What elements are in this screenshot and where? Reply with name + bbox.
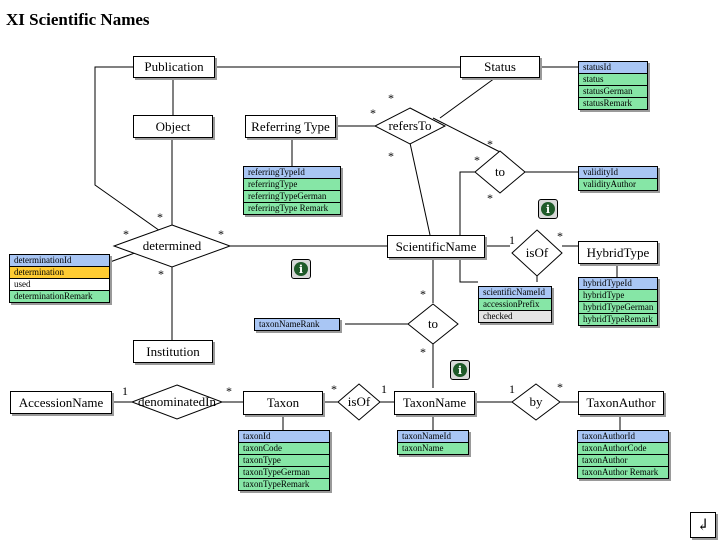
entity-taxon-name[interactable]: TaxonName xyxy=(394,391,475,415)
attr-taxon-id: taxonId xyxy=(238,430,330,443)
to-status-diamond xyxy=(474,150,526,194)
info-glyph: i xyxy=(453,363,467,377)
attr-status: status xyxy=(578,74,648,86)
attrs-referring-type: referringTypeId referringType referringT… xyxy=(243,166,341,215)
attrs-determination: determinationId determination used deter… xyxy=(9,254,110,303)
info-icon[interactable]: i xyxy=(291,259,311,279)
attr-referring-type-german: referringTypeGerman xyxy=(243,191,341,203)
card-determined-top: * xyxy=(157,210,163,224)
attr-taxon-code: taxonCode xyxy=(238,443,330,455)
attr-taxon-type-remark: taxonTypeRemark xyxy=(238,479,330,491)
attr-determination: determination xyxy=(9,267,110,279)
determined-diamond xyxy=(112,224,232,268)
attr-validity-id: validityId xyxy=(578,166,658,179)
card-by-right: * xyxy=(557,380,563,394)
card-isof-left: * xyxy=(331,382,337,396)
return-arrow-icon[interactable]: ↲ xyxy=(690,512,716,538)
attr-referring-type: referringType xyxy=(243,179,341,191)
attr-hybrid-type: hybridType xyxy=(578,290,658,302)
info-glyph: i xyxy=(541,202,555,216)
rel-by[interactable]: by xyxy=(529,394,543,409)
rel-to-rank[interactable]: to xyxy=(427,316,439,331)
card-determined-bottom: * xyxy=(158,267,164,281)
card-hybrid-left: 1 xyxy=(509,233,515,247)
entity-taxon-author[interactable]: TaxonAuthor xyxy=(578,391,664,415)
attr-scientific-name-id: scientificNameId xyxy=(478,286,552,299)
info-glyph: i xyxy=(294,262,308,276)
attr-determination-remark: determinationRemark xyxy=(9,291,110,303)
card-to-bottom: * xyxy=(487,191,493,205)
attrs-taxon-author: taxonAuthorId taxonAuthorCode taxonAutho… xyxy=(577,430,669,479)
by-diamond xyxy=(511,383,561,421)
is-of-taxon-diamond xyxy=(337,383,381,421)
entity-referring-type[interactable]: Referring Type xyxy=(245,115,336,138)
attr-referring-type-remark: referringType Remark xyxy=(243,203,341,215)
attr-determination-id: determinationId xyxy=(9,254,110,267)
rel-determined[interactable]: determined xyxy=(142,238,202,253)
attrs-scientific-name: scientificNameId accessionPrefix checked xyxy=(478,286,552,323)
info-icon[interactable]: i xyxy=(538,199,558,219)
rel-is-of-hybrid[interactable]: isOf xyxy=(525,245,549,260)
attrs-taxon-name: taxonNameId taxonName xyxy=(397,430,469,455)
card-by-left: 1 xyxy=(509,382,515,396)
attr-validity-author: validityAuthor xyxy=(578,179,658,191)
attr-accession-prefix: accessionPrefix xyxy=(478,299,552,311)
attr-taxon-type: taxonType xyxy=(238,455,330,467)
entity-hybrid-type[interactable]: HybridType xyxy=(578,241,658,264)
card-isof-right: 1 xyxy=(381,382,387,396)
attr-taxon-name: taxonName xyxy=(397,443,469,455)
attr-taxon-author: taxonAuthor xyxy=(577,455,669,467)
attr-taxon-type-german: taxonTypeGerman xyxy=(238,467,330,479)
card-determined-right: * xyxy=(218,227,224,241)
attr-hybrid-type-id: hybridTypeId xyxy=(578,277,658,290)
attrs-taxon-name-rank: taxonNameRank xyxy=(254,318,340,331)
attrs-taxon: taxonId taxonCode taxonType taxonTypeGer… xyxy=(238,430,330,491)
attr-taxon-author-code: taxonAuthorCode xyxy=(577,443,669,455)
attr-taxon-author-remark: taxonAuthor Remark xyxy=(577,467,669,479)
card-hybrid-right: * xyxy=(557,229,563,243)
refers-to-diamond xyxy=(373,107,447,145)
to-rank-diamond xyxy=(407,303,459,345)
entity-publication[interactable]: Publication xyxy=(133,56,215,78)
card-determined-left: * xyxy=(123,227,129,241)
attr-hybrid-type-german: hybridTypeGerman xyxy=(578,302,658,314)
card-refers-to-top: * xyxy=(388,91,394,105)
attr-referring-type-id: referringTypeId xyxy=(243,166,341,179)
is-of-hybrid-diamond xyxy=(511,229,563,277)
info-icon[interactable]: i xyxy=(450,360,470,380)
attr-used: used xyxy=(9,279,110,291)
card-to-top: * xyxy=(487,137,493,151)
attr-status-id: statusId xyxy=(578,61,648,74)
card-refers-to-below: * xyxy=(388,149,394,163)
attrs-validity: validityId validityAuthor xyxy=(578,166,658,191)
card-denom-right: * xyxy=(226,384,232,398)
rel-refers-to[interactable]: refersTo xyxy=(388,118,432,133)
rel-is-of-taxon[interactable]: isOf xyxy=(347,394,371,409)
attr-status-remark: statusRemark xyxy=(578,98,648,110)
attrs-hybrid-type: hybridTypeId hybridType hybridTypeGerman… xyxy=(578,277,658,326)
attrs-status: statusId status statusGerman statusRemar… xyxy=(578,61,648,110)
page-title: XI Scientific Names xyxy=(6,10,150,29)
attr-taxon-name-id: taxonNameId xyxy=(397,430,469,443)
denominated-in-diamond xyxy=(130,384,224,420)
entity-object[interactable]: Object xyxy=(133,115,213,138)
entity-taxon[interactable]: Taxon xyxy=(243,391,323,415)
entity-accession-name[interactable]: AccessionName xyxy=(10,391,112,414)
card-denom-left: 1 xyxy=(122,384,128,398)
attr-checked: checked xyxy=(478,311,552,323)
entity-status[interactable]: Status xyxy=(460,56,540,78)
card-to-left: * xyxy=(474,153,480,167)
rel-to-status[interactable]: to xyxy=(494,164,506,179)
card-rank-top: * xyxy=(420,287,426,301)
attr-hybrid-type-remark: hybridTypeRemark xyxy=(578,314,658,326)
card-rank-bottom: * xyxy=(420,345,426,359)
card-refers-to-left: * xyxy=(370,106,376,120)
attr-taxon-name-rank: taxonNameRank xyxy=(254,318,340,331)
entity-scientific-name[interactable]: ScientificName xyxy=(387,235,485,258)
attr-status-german: statusGerman xyxy=(578,86,648,98)
rel-denominated-in[interactable]: denominatedIn xyxy=(138,394,216,409)
attr-taxon-author-id: taxonAuthorId xyxy=(577,430,669,443)
entity-institution[interactable]: Institution xyxy=(133,340,213,363)
